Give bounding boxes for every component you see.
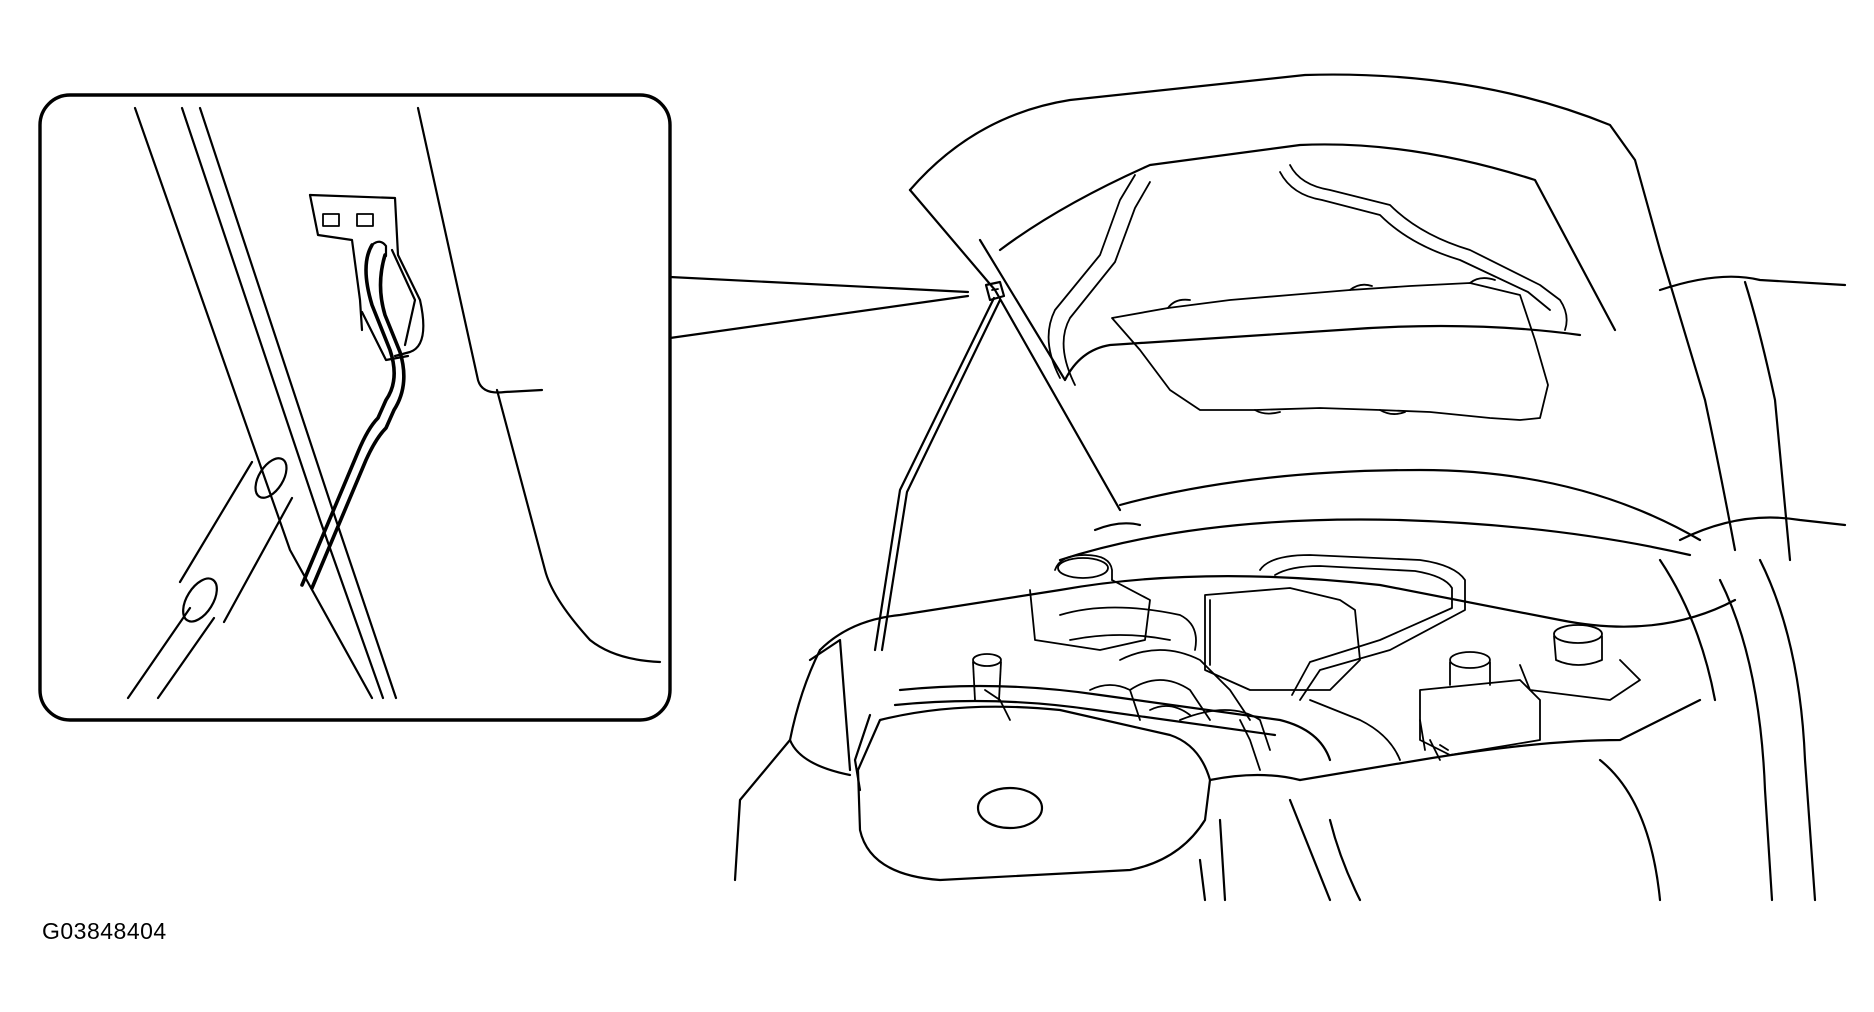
vehicle-main-view [733,73,1847,902]
vehicle-body-right [1658,275,1847,902]
hood-support-rod [873,296,1002,652]
detail-rod-sleeve [126,457,294,700]
detail-clip-bracket [308,193,425,362]
detail-inset [38,93,672,722]
air-cleaner [1204,587,1361,691]
battery [1419,679,1541,756]
detail-leader-lines [668,275,970,340]
detail-rod-hook [300,240,406,590]
grille-emblem [976,786,1044,830]
figure-id-label: G03848404 [42,918,167,944]
detail-inset-frame [38,93,672,722]
radiator-support [898,684,1332,762]
front-fascia [733,575,1737,902]
cowl-panel [1058,468,1702,562]
coolant-reservoir [1054,554,1113,581]
oil-filler-cap [972,653,1002,667]
open-hood [908,73,1737,552]
detail-body-panel [133,106,662,700]
engine-bay [893,554,1641,771]
hood-rod-clip [984,280,1006,302]
brake-fluid-reservoir [1553,624,1603,644]
